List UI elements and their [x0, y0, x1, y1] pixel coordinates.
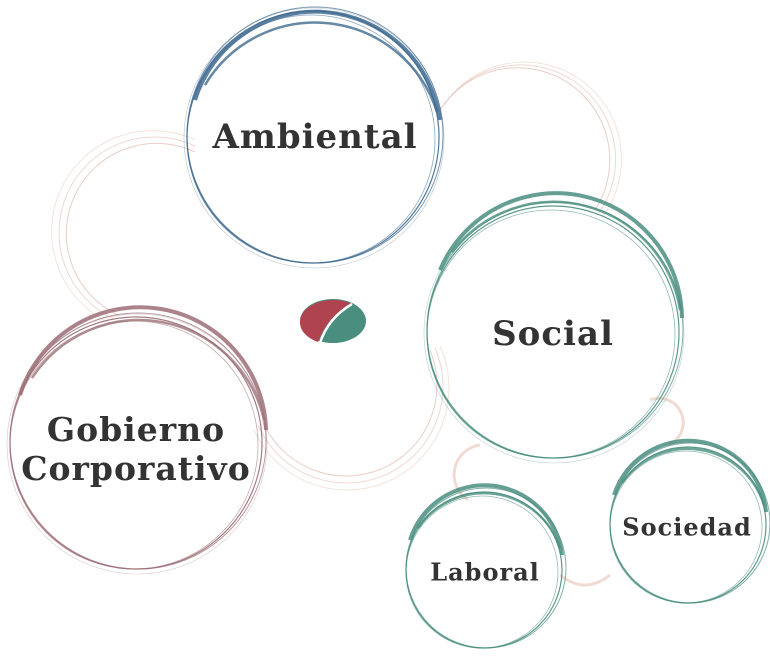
connector-ring-top-right	[439, 61, 622, 217]
gobierno-label-line1: Gobierno	[46, 410, 226, 450]
gobierno-circle	[6, 305, 268, 575]
logo-icon	[299, 299, 366, 344]
ambiental-circle	[183, 6, 445, 269]
ambiental-label: Ambiental	[212, 117, 418, 157]
connector-ring-center	[253, 345, 450, 491]
laboral-circle	[405, 483, 567, 649]
laboral-label: Laboral	[430, 557, 540, 587]
gobierno-corporativo-label: Gobierno Corporativo	[21, 410, 251, 489]
social-circle	[423, 191, 685, 464]
gobierno-label-line2: Corporativo	[21, 449, 251, 488]
connector-ring-left	[51, 130, 196, 324]
sociedad-label: Sociedad	[622, 512, 752, 542]
social-label: Social	[492, 314, 614, 354]
sociedad-circle	[609, 438, 770, 604]
